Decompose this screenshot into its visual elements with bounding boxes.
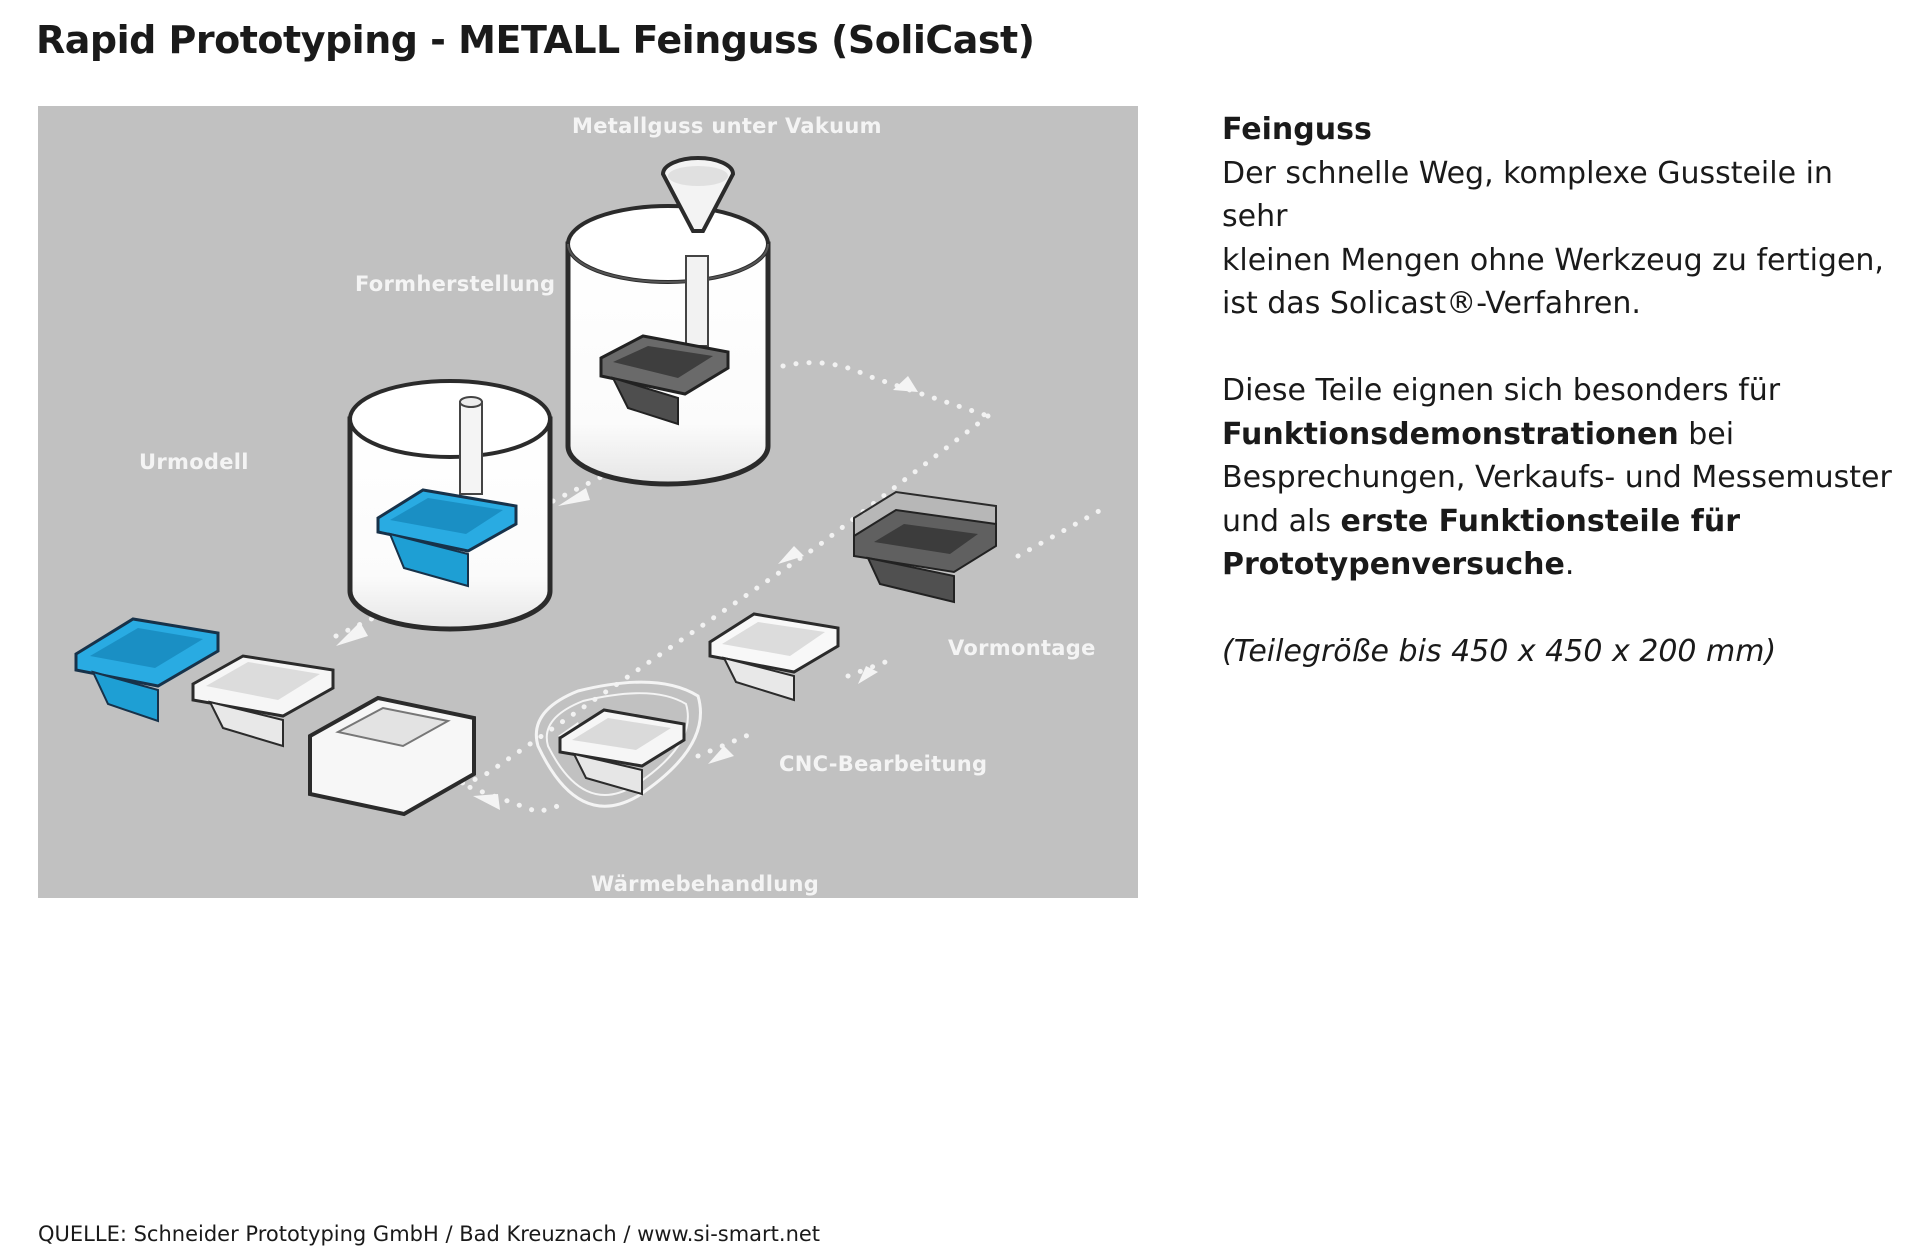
arrow-icon — [473, 794, 500, 810]
arrow-icon — [893, 376, 918, 392]
description-text: bei — [1678, 416, 1735, 452]
assembly-part — [853, 490, 997, 604]
description-line: Diese Teile eignen sich besonders für — [1222, 373, 1781, 408]
flow-path-segment — [1015, 503, 1111, 559]
wax-pattern-white — [191, 654, 335, 748]
casting-cylinder — [565, 156, 771, 487]
arrow-icon — [336, 622, 368, 646]
label-metal-casting: Metallguss unter Vakuum — [572, 114, 882, 138]
arrow-icon — [778, 546, 804, 564]
description-text: und als — [1222, 503, 1341, 539]
source-footer: QUELLE: Schneider Prototyping GmbH / Bad… — [38, 1222, 821, 1246]
label-mold-making: Formherstellung — [355, 272, 556, 296]
description-line: ist das Solicast®-Verfahren. — [1222, 286, 1641, 321]
description-line: kleinen Mengen ohne Werkzeug zu fertigen… — [1222, 242, 1884, 278]
paragraph-gap — [1222, 587, 1902, 631]
emphasis-first-functional-parts: erste Funktionsteile für — [1340, 503, 1741, 539]
mold-block-white — [308, 695, 476, 817]
flow-path-segment — [430, 771, 561, 815]
emphasis-function-demos: Funktionsdemonstrationen — [1222, 416, 1679, 452]
description-column: Feinguss Der schnelle Weg, komplexe Guss… — [1222, 108, 1902, 674]
mold-cylinder — [347, 379, 553, 632]
arrow-icon — [708, 746, 734, 764]
cnc-part — [708, 612, 840, 702]
flow-path-segment — [333, 603, 401, 639]
paragraph-gap — [1222, 326, 1902, 370]
page-title: Rapid Prototyping - METALL Feinguss (Sol… — [36, 18, 1035, 62]
description-heading: Feinguss — [1222, 112, 1372, 147]
description-line: Der schnelle Weg, komplexe Gussteile in … — [1222, 155, 1833, 235]
description-line: und als erste Funktionsteile für — [1222, 500, 1902, 544]
description-line: Funktionsdemonstrationen bei — [1222, 413, 1902, 457]
description-line: Besprechungen, Verkaufs- und Messemuster — [1222, 460, 1892, 495]
label-pre-assembly: Vormontage — [948, 636, 1096, 660]
process-diagram: Metallguss unter Vakuum Formherstellung … — [38, 106, 1138, 898]
arrow-icon — [858, 666, 878, 684]
master-model-blue — [74, 617, 220, 723]
label-cnc: CNC-Bearbeitung — [779, 752, 988, 776]
label-master-model: Urmodell — [139, 450, 249, 474]
heat-treated-part — [534, 680, 702, 808]
description-line: Prototypenversuche. — [1222, 543, 1902, 587]
description-text: . — [1564, 547, 1575, 582]
label-heat-treatment: Wärmebehandlung — [591, 872, 820, 896]
flow-path-segment — [695, 728, 761, 759]
emphasis-prototype-tests: Prototypenversuche — [1222, 547, 1565, 582]
process-diagram-graphic — [74, 156, 1111, 817]
flow-path-segment — [780, 360, 991, 419]
size-note: (Teilegröße bis 450 x 450 x 200 mm) — [1222, 634, 1777, 669]
arrow-icon — [558, 488, 590, 506]
